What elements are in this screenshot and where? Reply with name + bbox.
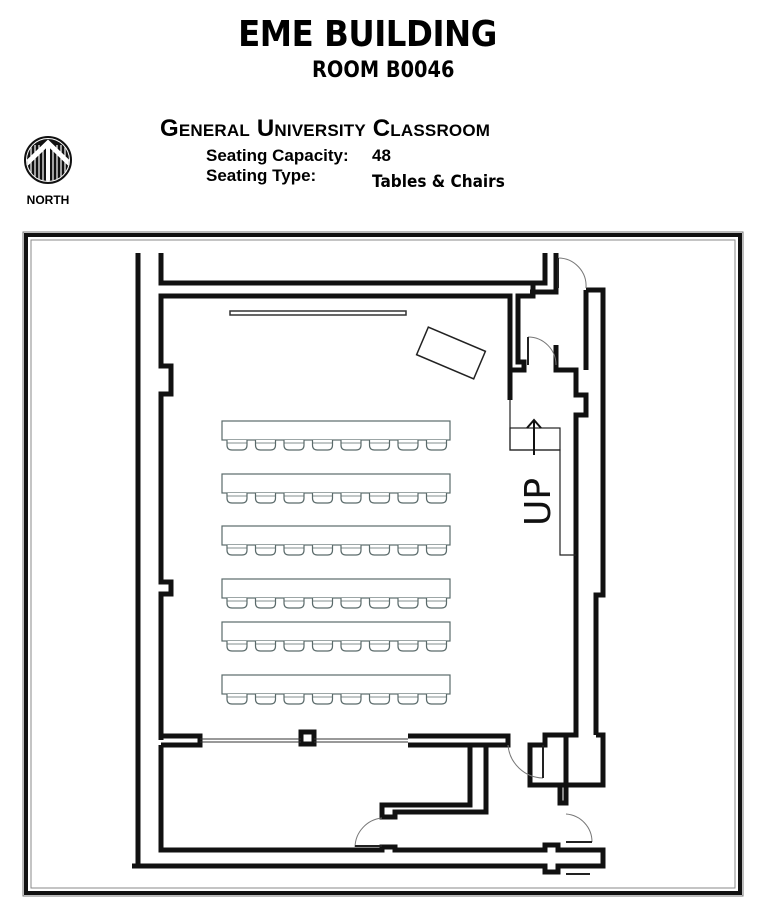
chair <box>368 598 391 609</box>
chair <box>311 545 334 556</box>
chair <box>340 641 362 652</box>
chair <box>283 545 305 556</box>
chair <box>254 694 277 705</box>
chair <box>226 694 248 705</box>
chair <box>340 694 362 705</box>
chair <box>397 545 419 556</box>
table <box>221 420 451 441</box>
chair <box>340 493 362 504</box>
chair <box>254 545 277 556</box>
chair <box>311 440 334 451</box>
table-row <box>221 420 451 451</box>
chair <box>311 598 334 609</box>
room-number: ROOM B0046 <box>312 58 455 83</box>
chair <box>368 440 391 451</box>
chair <box>311 694 334 705</box>
table <box>221 578 451 599</box>
table-row <box>221 473 451 504</box>
chair <box>254 598 277 609</box>
seating-area <box>221 420 451 705</box>
stair-up-label: UP <box>518 478 559 526</box>
chair <box>340 545 362 556</box>
table <box>221 621 451 642</box>
chair <box>340 598 362 609</box>
classroom-type: General University Classroom <box>160 115 491 142</box>
table-row <box>221 578 451 609</box>
plan-frame <box>22 231 744 897</box>
stairs: UP <box>509 400 576 556</box>
chair <box>425 694 448 705</box>
north-arrow-icon <box>24 136 72 184</box>
chair <box>368 493 391 504</box>
walls <box>132 253 606 875</box>
table <box>221 674 451 695</box>
table-row <box>221 674 451 705</box>
chair <box>425 440 448 451</box>
chair <box>397 694 419 705</box>
chair <box>283 493 305 504</box>
whiteboard <box>229 310 407 316</box>
chair <box>368 694 391 705</box>
chair <box>397 493 419 504</box>
chair <box>425 598 448 609</box>
chair <box>311 641 334 652</box>
stair-arrow-icon <box>526 418 542 429</box>
chair <box>283 598 305 609</box>
instructor-desk <box>415 326 487 380</box>
door-bottom-right <box>507 744 544 779</box>
chair <box>254 641 277 652</box>
chair <box>397 598 419 609</box>
door-top-right <box>557 257 587 289</box>
chair <box>283 694 305 705</box>
table <box>221 473 451 494</box>
chair <box>226 641 248 652</box>
chair <box>397 641 419 652</box>
chair <box>425 493 448 504</box>
chair <box>226 545 248 556</box>
seating-type-label: Seating Type: <box>206 166 317 185</box>
chair <box>283 440 305 451</box>
chair <box>226 440 248 451</box>
seating-capacity-value: 48 <box>372 146 391 165</box>
table-row <box>221 525 451 556</box>
chair <box>425 545 448 556</box>
window-partition <box>200 738 408 743</box>
north-compass: NORTH <box>18 135 78 207</box>
seating-capacity-label: Seating Capacity: <box>206 146 349 165</box>
chair <box>226 493 248 504</box>
seating-type-value: Tables & Chairs <box>372 172 505 192</box>
chair <box>425 641 448 652</box>
chair <box>368 545 391 556</box>
north-label: NORTH <box>26 193 70 207</box>
building-title: EME BUILDING <box>238 14 497 55</box>
door-bottom-exit <box>565 813 593 843</box>
chair <box>397 440 419 451</box>
chair <box>254 440 277 451</box>
chair <box>368 641 391 652</box>
chair <box>283 641 305 652</box>
chair <box>226 598 248 609</box>
door-swings <box>354 257 593 875</box>
chair <box>340 440 362 451</box>
door-corridor <box>527 336 557 366</box>
table-row <box>221 621 451 652</box>
table <box>221 525 451 546</box>
chair <box>311 493 334 504</box>
chair <box>254 493 277 504</box>
door-closet <box>354 817 383 848</box>
